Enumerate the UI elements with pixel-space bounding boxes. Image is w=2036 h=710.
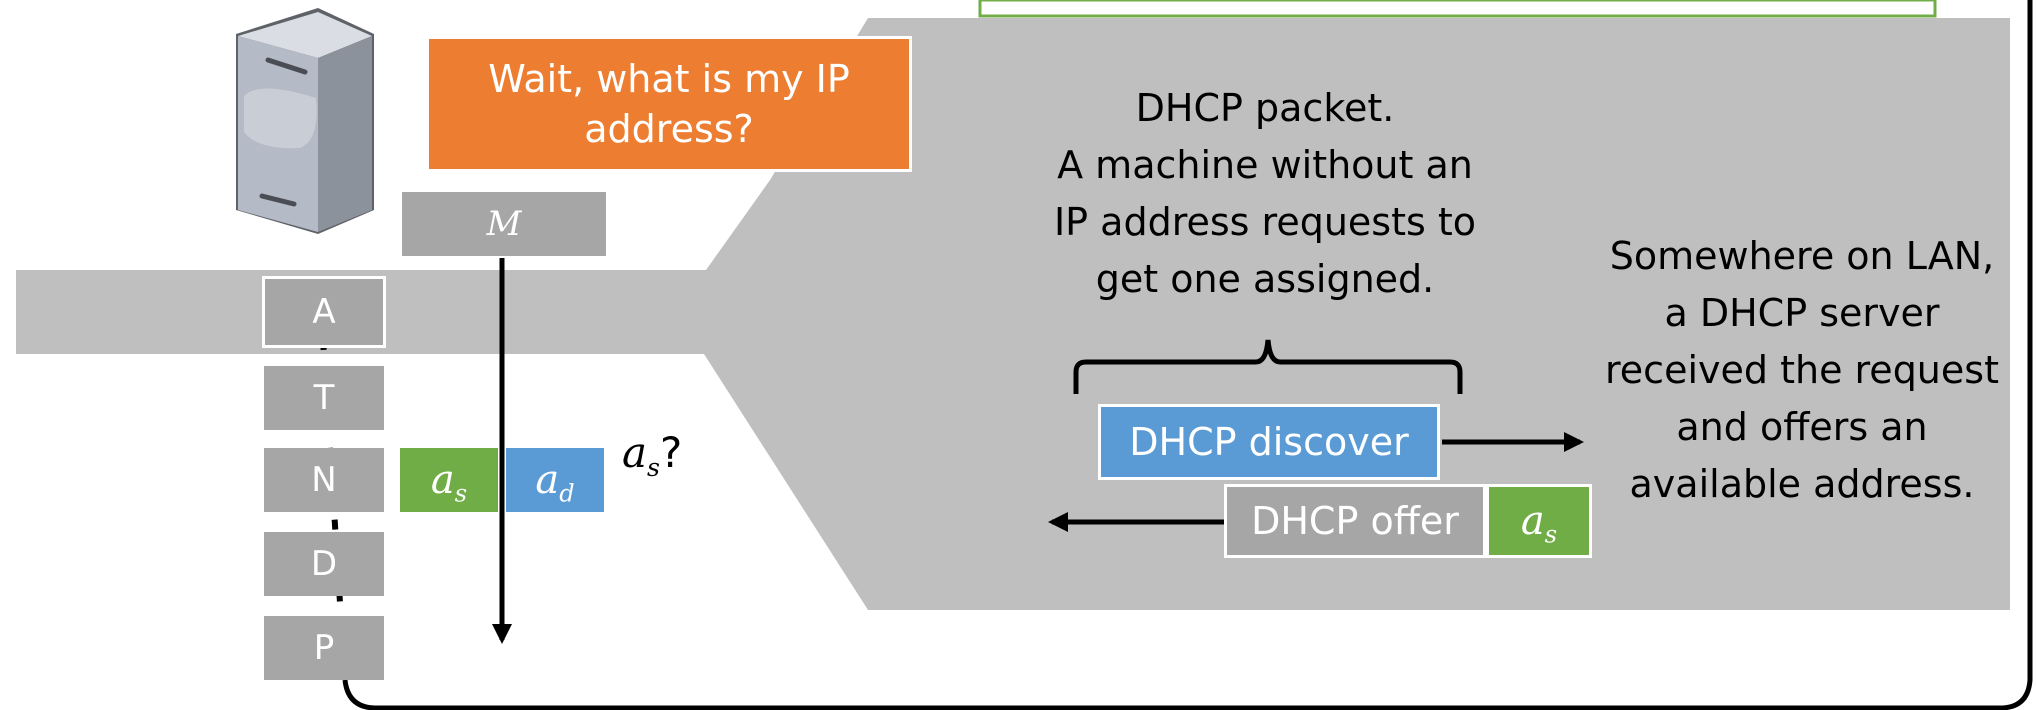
dhcp-discover-box: DHCP discover [1098,404,1440,480]
layer-transport: T [264,366,384,430]
dhcp-packet-description: DHCP packet. A machine without an IP add… [1053,86,1477,301]
dhcp-offer-box: DHCP offer [1224,484,1486,558]
ip-question-callout: Wait, what is my IP address? [426,36,912,172]
layer-network: N [264,448,384,512]
server-icon [236,8,374,234]
layer-datalink: D [264,532,384,596]
dhcp-server-note: Somewhere on LAN, a DHCP server received… [1605,234,1999,506]
message-symbol: M [486,204,522,244]
dhcp-offer-address-field: as [1486,484,1592,558]
zoom-panel [704,18,2010,610]
layer-physical: P [264,616,384,680]
packet-bracket [1073,339,1463,394]
source-address-field: as [400,448,498,512]
frame-line [342,0,2033,710]
top-green-strip [978,0,1937,18]
destination-address-field: ad [506,448,604,512]
source-address-question: as? [622,428,683,482]
ip-question-text: Wait, what is my IP address? [488,57,850,151]
message-box: M [402,192,606,256]
layer-application: A [262,276,386,348]
